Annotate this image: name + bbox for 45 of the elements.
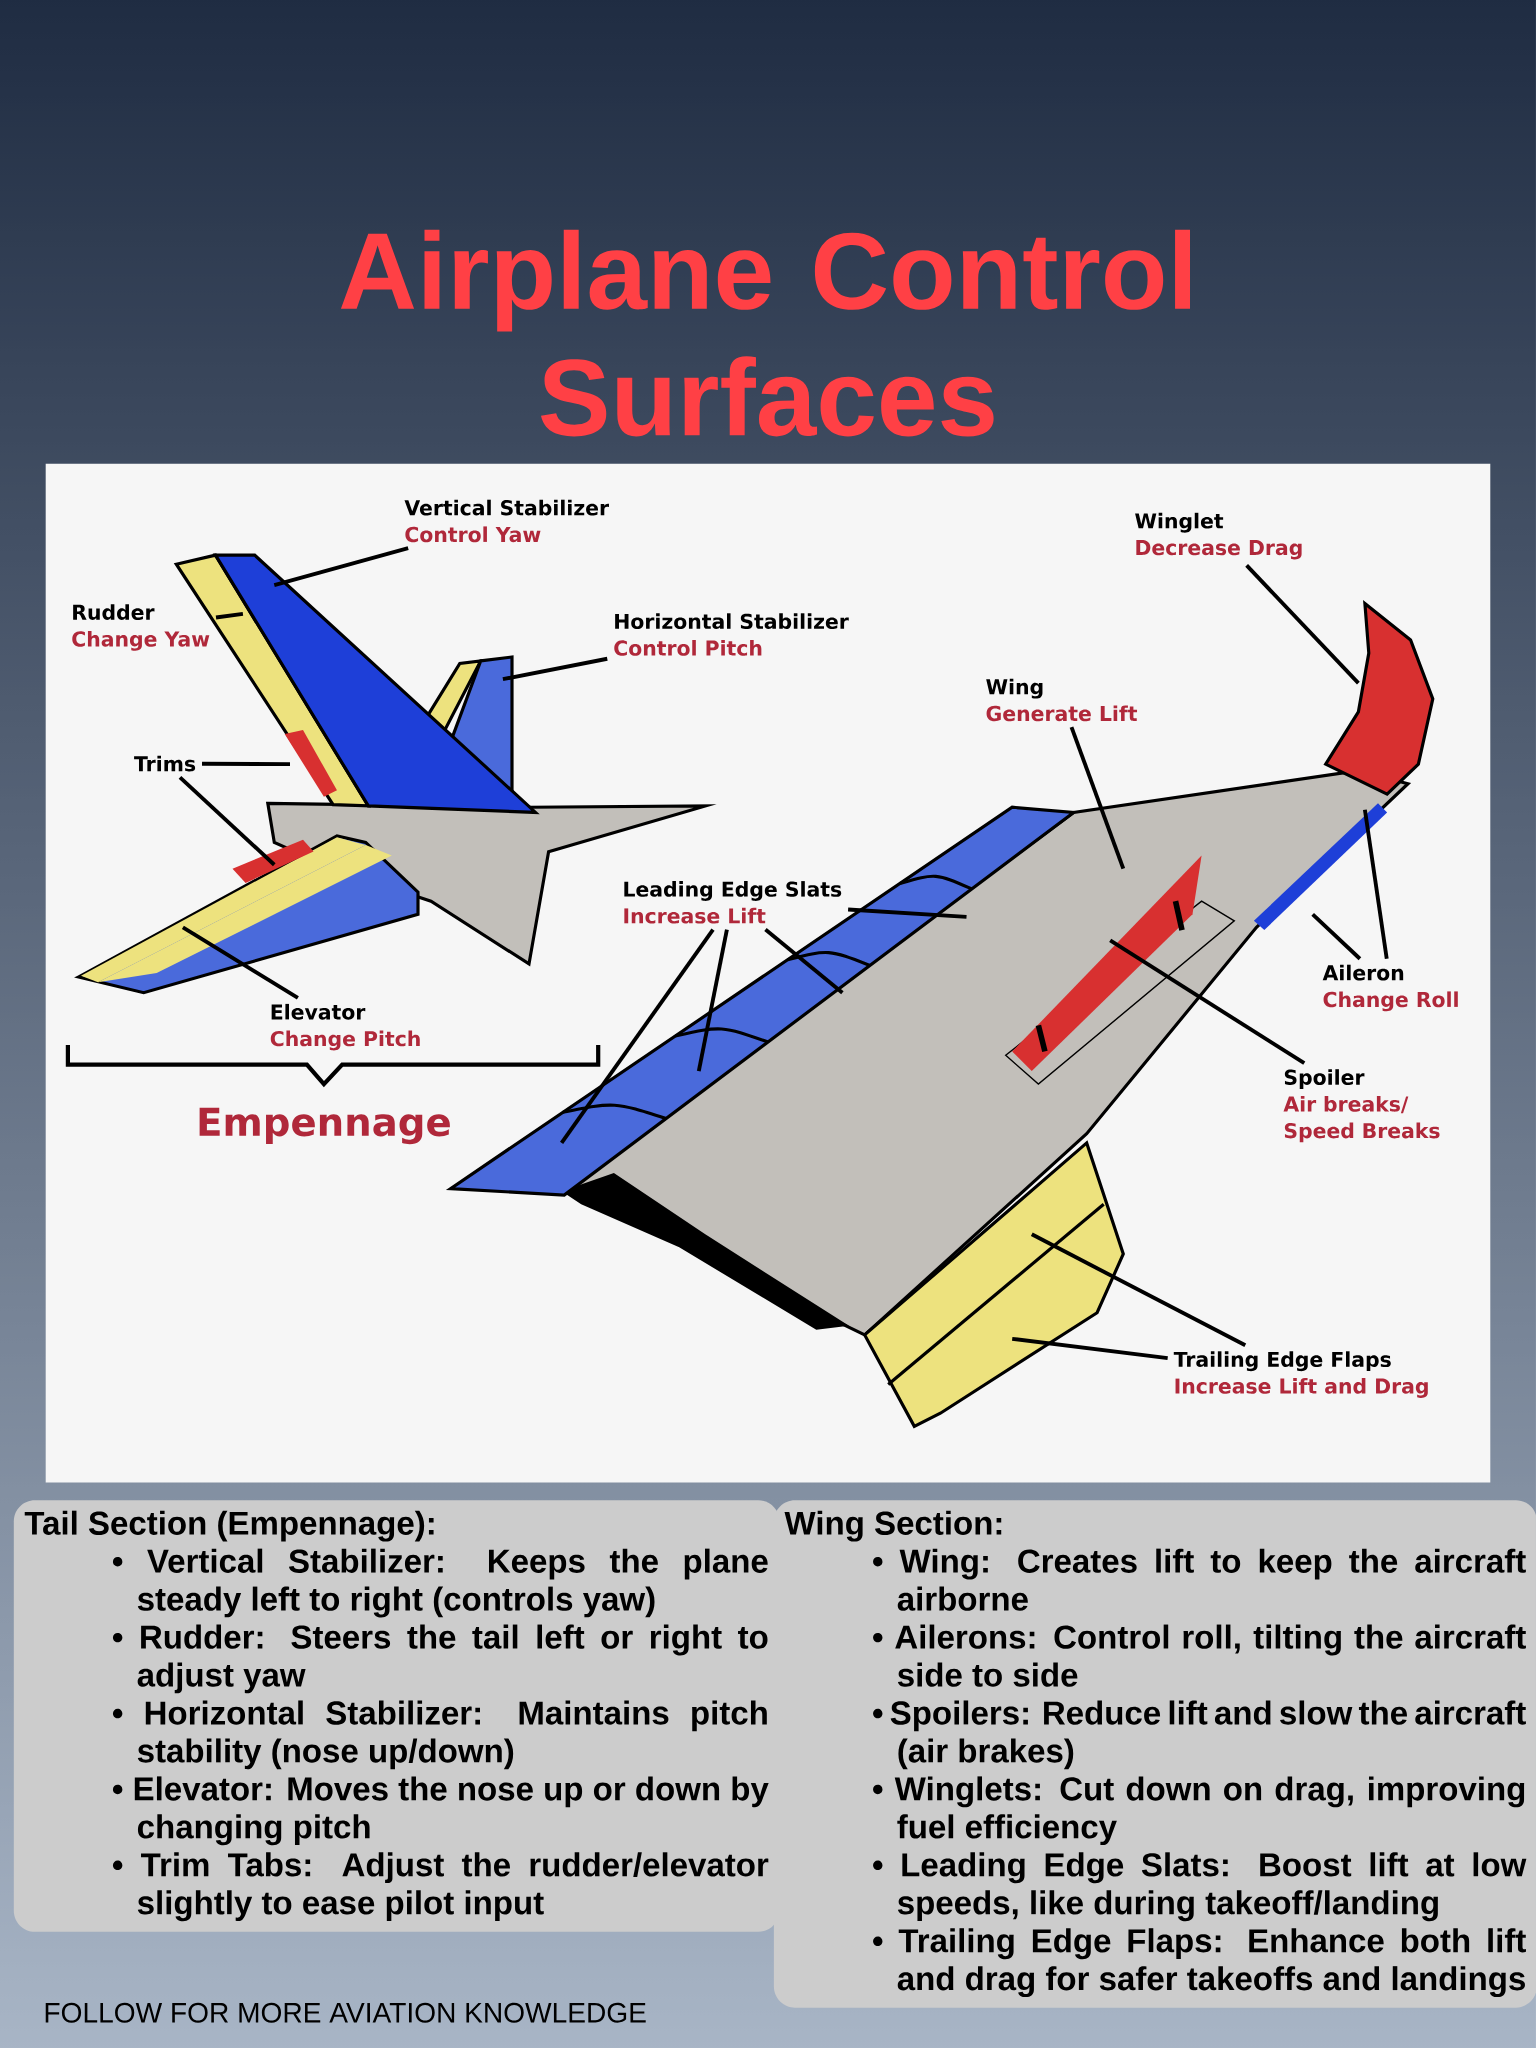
callout-label: Leading Edge Slats Increase Lift	[624, 881, 842, 924]
leader-line	[202, 761, 291, 767]
node-label: Wing Section:	[784, 1510, 1002, 1542]
leader-line	[560, 928, 715, 1145]
node-label: • Trim Tabs: Adjust the rudder/elevator slightly to ease pilot input	[112, 1852, 769, 1922]
leader-line	[181, 925, 299, 1000]
node-label: • Rudder: Steers the tail left or right to adjust yaw	[112, 1624, 768, 1694]
node-label: • Vertical Stabilizer: Keeps the plane steady left to right (controls yaw)	[112, 1548, 768, 1618]
node-label: • Ailerons: Control roll, tilting the aircraft side to side	[873, 1624, 1526, 1687]
node-label: Tail Section (Empennage):	[24, 1510, 434, 1542]
title: Airplane Control Surfaces	[340, 229, 1190, 437]
callout-label: Elevator Change Pitch	[270, 1003, 420, 1051]
leader-line	[215, 612, 244, 620]
leader-line	[1030, 1232, 1247, 1348]
text-panel: Wing Section: • Wing: Creates lift to keep the aircraft airborne • Ailerons: Control roll, tilting the aircraft side to side • Spoilers: Reduce lift and slow the aircraft (air brakes) • Winglets: Cut down on drag, improving fuel efficiency • Leading Edge Slats: Boost lift at low speeds, like during takeoff/landing • Trailing Edge Flaps: Enhance both lift and drag for safer takeoffs and landings	[773, 1500, 1536, 2008]
leader-line	[696, 929, 729, 1072]
callout-label: Spoiler Air breaks/ Speed Breaks	[1283, 1069, 1440, 1143]
callout-label: Winglet Decrease Drag	[1135, 512, 1302, 560]
node-label: • Trailing Edge Flaps: Enhance both lift and drag for safer takeoffs and landings	[873, 1928, 1526, 1998]
leader-line	[1011, 1336, 1168, 1360]
leader-line	[1069, 726, 1126, 870]
leader-line	[1109, 938, 1306, 1065]
leader-line	[178, 776, 276, 867]
bracket-label: Empennage	[199, 1107, 450, 1145]
node-label: • Wing: Creates lift to keep the aircraft airborne	[873, 1548, 1526, 1611]
leader-line	[1363, 809, 1389, 959]
leader-line	[1245, 564, 1360, 685]
footer-text: FOLLOW FOR MORE AVIATION KNOWLEDGE	[45, 2002, 646, 2023]
leader-line	[502, 656, 608, 682]
node-label: • Winglets: Cut down on drag, improving fuel efficiency	[873, 1776, 1525, 1846]
callout-label: Aileron Change Roll	[1322, 964, 1458, 1012]
callout-label: Vertical Stabilizer Control Yaw	[404, 499, 609, 543]
node-label: • Horizontal Stabilizer: Maintains pitch stability (nose up/down)	[112, 1700, 767, 1770]
callout-label: Trims	[134, 755, 196, 772]
callout-label: Rudder Change Yaw	[72, 604, 210, 651]
text-panel: Tail Section (Empennage): • Vertical Stabilizer: Keeps the plane steady left to right (controls yaw) • Rudder: Steers the tail left or right to adjust yaw • Horizontal Stabilizer: Maintains pitch stability (nose up/down) • Elevator: Moves the nose up or down by changing pitch • Trim Tabs: Adjust the rudder/elevator slightly to ease pilot input	[13, 1500, 780, 1932]
leader-line	[273, 546, 409, 587]
callout-label: Horizontal Stabilizer Control Pitch	[614, 613, 849, 656]
leader-line	[764, 928, 844, 995]
node-label: • Elevator: Moves the nose up or down by changing pitch	[112, 1776, 769, 1846]
node-label: • Spoilers: Reduce lift and slow the aircraft (air brakes)	[873, 1700, 1526, 1770]
callout-label: Wing Generate Lift	[986, 678, 1138, 722]
callout-label: Trailing Edge Flaps Increase Lift and Drag	[1173, 1351, 1428, 1398]
node-label: • Leading Edge Slats: Boost lift at low speeds, like during takeoff/landing	[873, 1852, 1527, 1922]
leader-line	[1311, 912, 1362, 961]
